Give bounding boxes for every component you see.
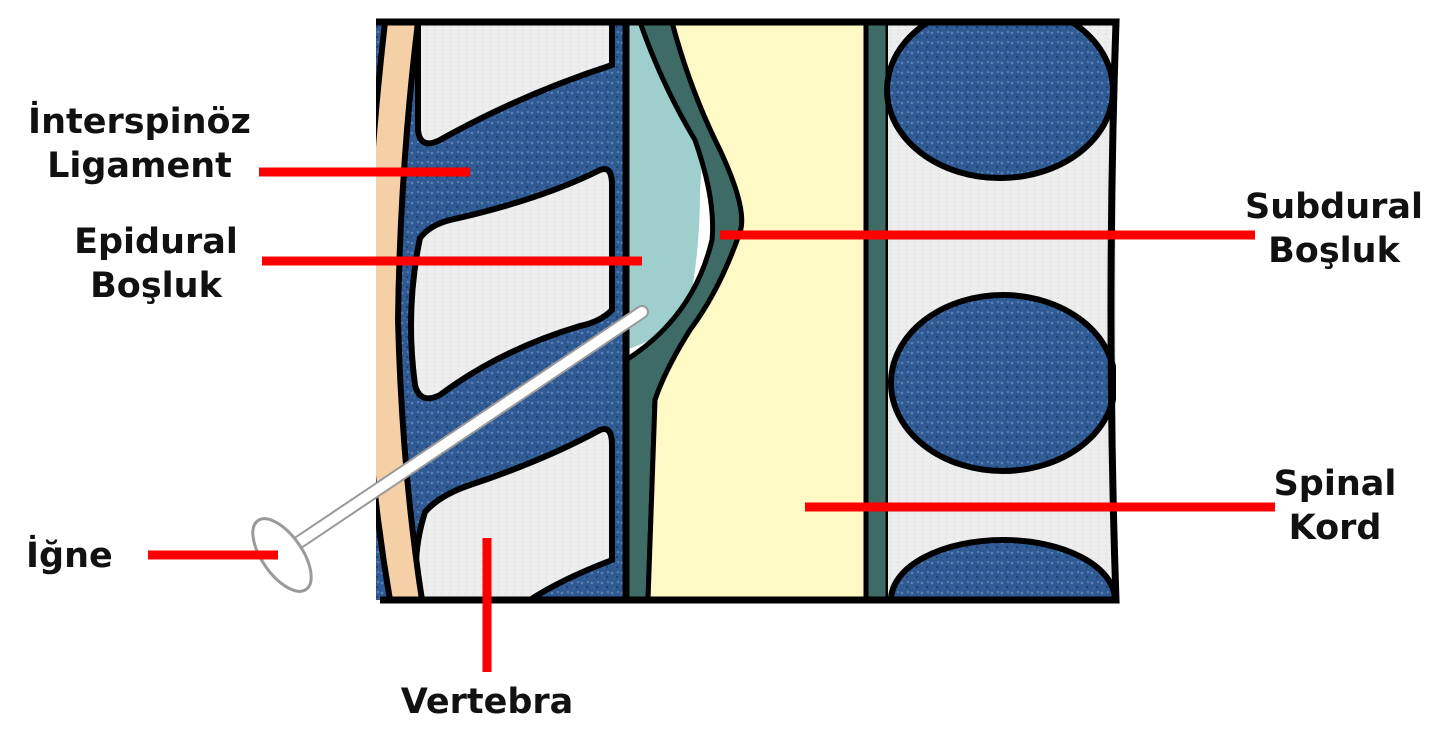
- label-spinal-line1: Spinal: [1260, 462, 1410, 506]
- label-spinal-line2: Kord: [1260, 506, 1410, 550]
- label-epidural-line1: Epidural: [66, 220, 246, 264]
- label-subdural-line1: Subdural: [1244, 185, 1424, 229]
- label-vertebra: Vertebra: [392, 680, 582, 724]
- label-interspinous-line2: Ligament: [22, 144, 257, 188]
- label-epidural-line2: Boşluk: [66, 264, 246, 308]
- label-spinal-cord: Spinal Kord: [1260, 462, 1410, 550]
- label-needle: İğne: [26, 534, 113, 578]
- label-subdural: Subdural Boşluk: [1244, 185, 1424, 273]
- label-epidural: Epidural Boşluk: [66, 220, 246, 308]
- vertebral-body-middle: [891, 295, 1115, 471]
- posterior-dura-strip: [866, 22, 888, 600]
- label-interspinous: İnterspinöz Ligament: [22, 100, 257, 188]
- vertebral-body-top: [887, 2, 1113, 178]
- label-subdural-line2: Boşluk: [1244, 229, 1424, 273]
- label-interspinous-line1: İnterspinöz: [22, 100, 257, 144]
